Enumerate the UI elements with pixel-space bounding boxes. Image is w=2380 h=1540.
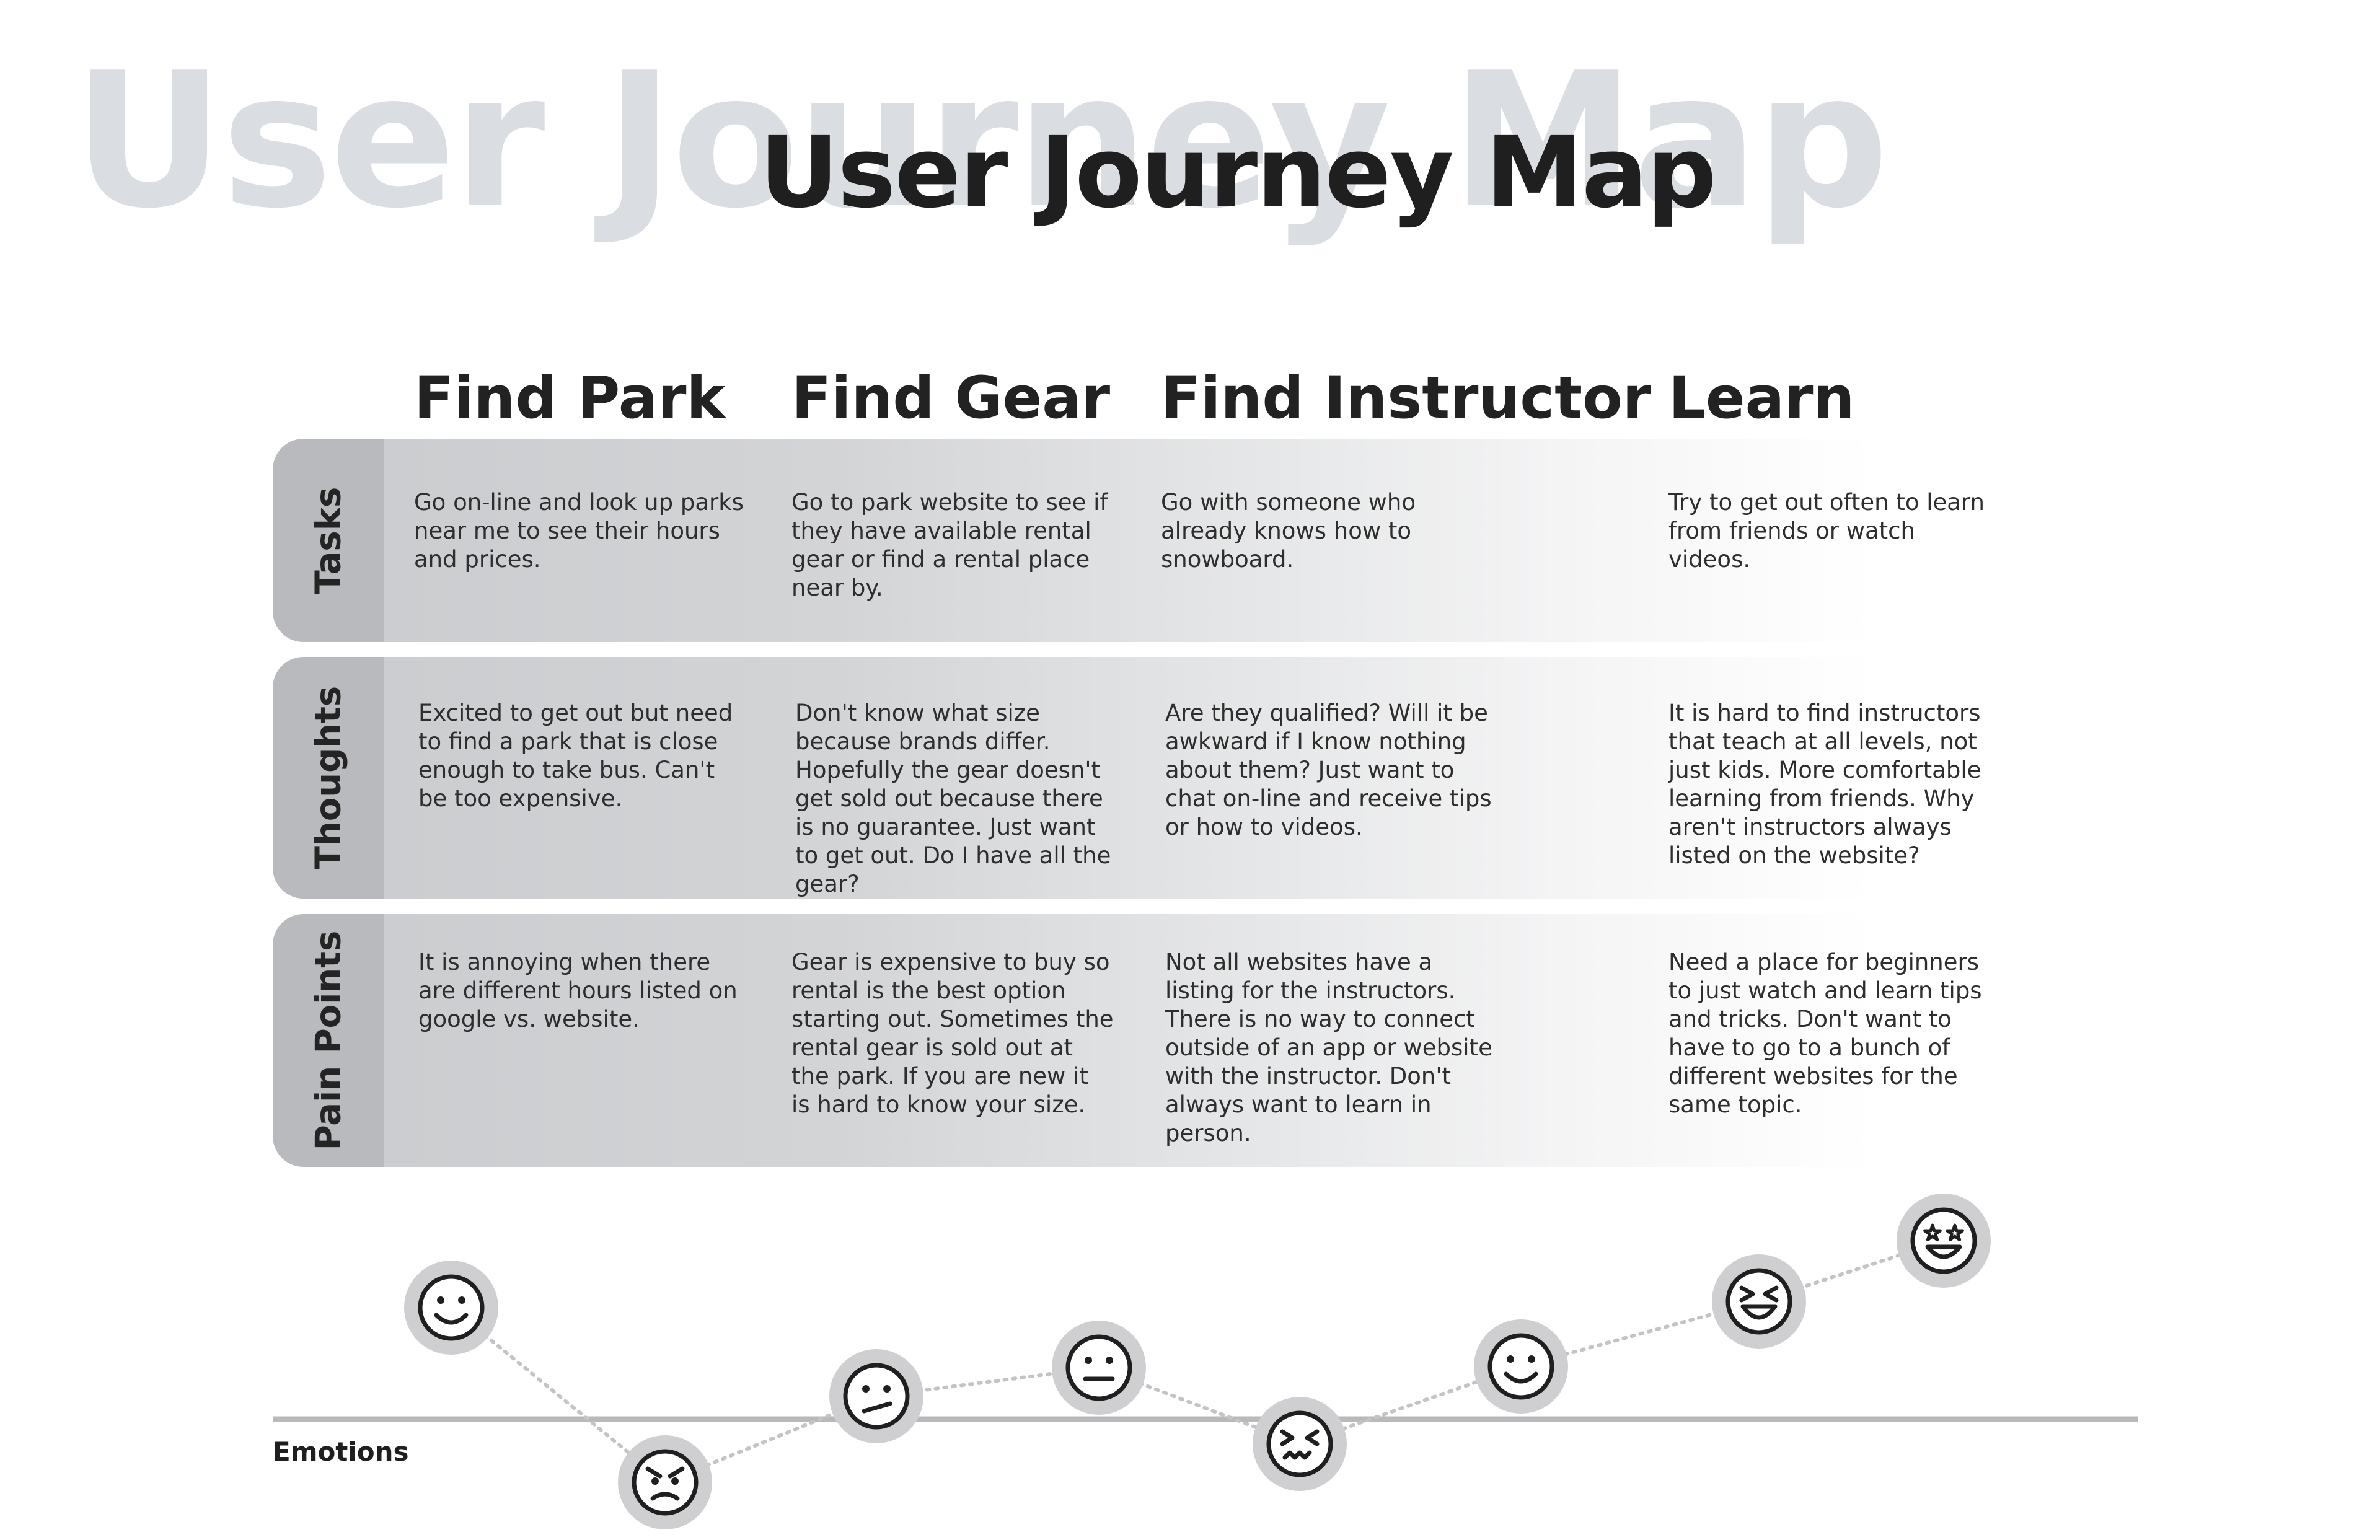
frustrated-face-icon: [1253, 1397, 1347, 1491]
row-label-band: Pain Points: [273, 914, 384, 1167]
tasks-learn: Try to get out often to learn from frien…: [1668, 489, 1985, 573]
star-struck-face-icon: [1897, 1194, 1991, 1288]
tasks-find-instructor: Go with someone who already knows how to…: [1161, 489, 1416, 573]
thoughts-find-gear: Don't know what size because brands diff…: [795, 700, 1111, 897]
neutral-face-icon: [1052, 1321, 1146, 1415]
row-thoughts: Thoughts: [273, 657, 1872, 899]
row-pain-points: Pain Points: [273, 914, 1872, 1167]
confused-face-icon: [829, 1349, 923, 1443]
pain-points-find-gear: Gear is expensive to buy so rental is th…: [791, 949, 1114, 1118]
laughing-face-icon: [1712, 1254, 1806, 1349]
stage-heading-find-park: Find Park: [414, 364, 726, 432]
row-label-band: Thoughts: [273, 657, 384, 899]
page-title: User Journey Map: [759, 116, 1717, 230]
thoughts-find-park: Excited to get out but need to find a pa…: [418, 700, 733, 812]
row-label-band: Tasks: [273, 439, 384, 642]
stage-heading-find-instructor: Find Instructor: [1161, 364, 1652, 432]
stage-heading-learn: Learn: [1668, 364, 1855, 432]
tasks-find-park: Go on-line and look up parks near me to …: [414, 489, 744, 573]
thoughts-learn: It is hard to find instructors that teac…: [1668, 700, 1981, 869]
emotions-label: Emotions: [273, 1437, 409, 1467]
angry-face-icon: [618, 1435, 712, 1529]
watermark-title: User Journey Map: [73, 33, 1889, 249]
row-tasks: Tasks: [273, 439, 1872, 642]
pain-points-learn: Need a place for beginners to just watch…: [1668, 949, 1982, 1118]
thoughts-find-instructor: Are they qualified? Will it be awkward i…: [1165, 700, 1492, 840]
pain-points-find-instructor: Not all websites have a listing for the …: [1165, 949, 1492, 1146]
smile-face-icon: [1474, 1319, 1568, 1414]
tasks-find-gear: Go to park website to see if they have a…: [791, 489, 1108, 601]
smile-face-icon: [404, 1261, 498, 1355]
stage-heading-find-gear: Find Gear: [791, 364, 1111, 432]
pain-points-find-park: It is annoying when there are different …: [418, 949, 738, 1032]
